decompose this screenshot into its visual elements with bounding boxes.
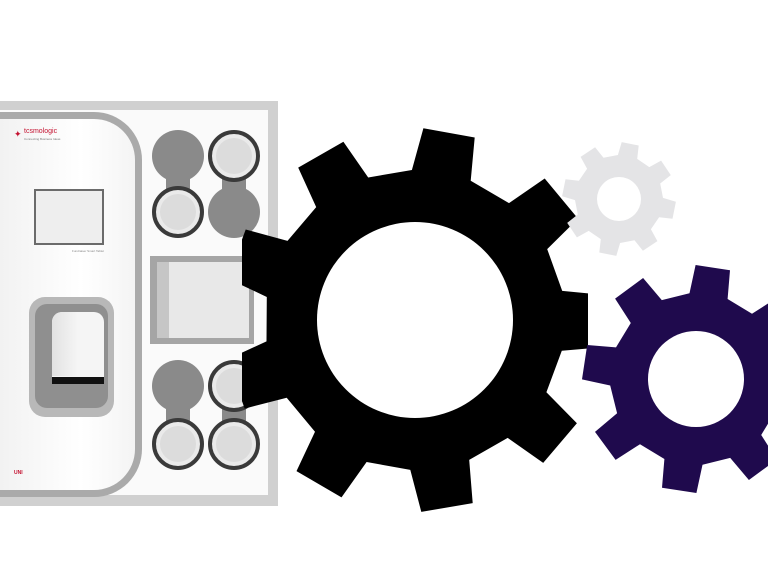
cup-well-dark (152, 360, 204, 412)
corner-badge: UNI (14, 470, 23, 476)
large-gear-hole (317, 222, 513, 418)
cup-well-light (152, 418, 204, 470)
cup-well-light (208, 418, 260, 470)
medium-gear-hole (648, 331, 744, 427)
brand-logo: ✦ tcsmologic Connecting Business Ideas (14, 128, 94, 148)
cup-well-light (208, 130, 260, 182)
logo-brand-text: tcsmologic (24, 128, 58, 135)
device-left-section (0, 112, 142, 497)
cup-well-dark (152, 130, 204, 182)
logo-tagline: Connecting Business Ideas (24, 137, 61, 141)
large-gear-icon (242, 128, 588, 512)
square-tray-insert (157, 262, 249, 338)
small-gear-icon (562, 142, 676, 256)
cup-well-dark (208, 186, 260, 238)
cup-well-light (152, 186, 204, 238)
medium-gear-icon (582, 265, 768, 493)
screen-caption: Fundraiser Smart Tablet (72, 249, 104, 253)
scanner-glass-highlight (52, 312, 78, 376)
device-screen (34, 189, 104, 245)
small-gear-hole (597, 177, 641, 221)
tcs-logo-icon: ✦ (14, 129, 22, 139)
